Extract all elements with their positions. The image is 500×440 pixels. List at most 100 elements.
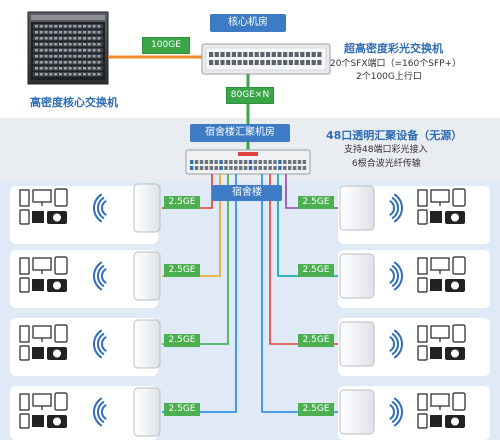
aggregation-port xyxy=(224,160,228,164)
link-100ge-label: 100GE xyxy=(142,37,190,54)
wifi-icon xyxy=(93,193,103,223)
card-port xyxy=(68,37,72,40)
pc-tower-icon xyxy=(417,325,428,343)
aggregation-port xyxy=(258,160,262,164)
switch-port xyxy=(248,52,254,57)
card-port xyxy=(73,73,77,76)
card-port xyxy=(39,37,43,40)
wifi-icon xyxy=(391,333,399,355)
aggregation-port xyxy=(273,160,277,164)
wifi-icon xyxy=(97,265,105,287)
line-card xyxy=(33,72,103,77)
card-port xyxy=(35,61,38,64)
card-port xyxy=(59,61,62,64)
access-point-icon xyxy=(339,253,375,299)
aggregation-port xyxy=(268,160,272,164)
card-port xyxy=(54,43,58,46)
aggregation-port xyxy=(253,160,258,164)
aggregation-port xyxy=(194,166,199,170)
card-port xyxy=(83,43,86,46)
aggregation-title: 48口透明汇聚设备（无源） xyxy=(326,129,463,142)
card-port xyxy=(54,49,58,52)
card-port xyxy=(49,49,53,52)
card-port xyxy=(44,31,48,34)
line-card xyxy=(33,42,103,47)
card-port xyxy=(78,73,82,76)
color-switch-icon xyxy=(201,43,331,75)
aggregation-port xyxy=(190,166,194,170)
aggregation-device-ports xyxy=(190,160,307,170)
aggregation-line2: 6根合波光纤传输 xyxy=(352,159,421,169)
card-port xyxy=(73,43,77,46)
camera-lens-icon xyxy=(451,417,459,426)
switch-port xyxy=(214,52,219,57)
card-port xyxy=(87,49,91,52)
card-port xyxy=(54,67,58,70)
aggregation-port xyxy=(229,166,233,170)
card-port xyxy=(68,67,72,70)
aggregation-port xyxy=(243,160,248,164)
card-port xyxy=(78,61,82,64)
card-port xyxy=(59,25,62,28)
card-port xyxy=(39,43,43,46)
aggregation-port xyxy=(239,166,243,170)
color-switch-ports xyxy=(209,52,322,65)
card-port xyxy=(78,55,82,58)
color-switch-line2: 2个100G上行口 xyxy=(356,72,422,82)
fiber-link xyxy=(162,174,237,413)
aggregation-port xyxy=(283,160,287,164)
wifi-icon xyxy=(101,336,107,352)
aggregation-port xyxy=(190,160,194,164)
card-port xyxy=(49,61,53,64)
card-port xyxy=(97,55,101,58)
card-port xyxy=(54,61,58,64)
wifi-icon xyxy=(93,397,103,427)
card-port xyxy=(54,55,58,58)
aggregation-port xyxy=(234,160,238,164)
ap-link-label: 2.5GE xyxy=(164,196,200,209)
aggregation-port xyxy=(302,160,307,164)
fiber-link xyxy=(277,174,338,277)
tablet-icon xyxy=(452,256,466,275)
card-port xyxy=(92,67,96,70)
aggregation-port xyxy=(219,166,223,170)
tablet-icon xyxy=(54,392,68,411)
card-port xyxy=(83,55,86,58)
switch-port xyxy=(254,60,259,65)
aggregation-port xyxy=(278,160,282,164)
fiber-links xyxy=(162,174,338,413)
switch-port xyxy=(266,60,271,65)
camera-lens-icon xyxy=(451,213,459,222)
camera-lens-icon xyxy=(53,281,61,290)
card-port xyxy=(44,49,48,52)
aggregation-port xyxy=(204,160,209,164)
monitor-icon xyxy=(430,189,450,203)
pc-tower-icon xyxy=(19,393,30,411)
monitor-icon xyxy=(32,393,52,407)
monitor-icon xyxy=(32,325,52,339)
card-port xyxy=(68,55,72,58)
switch-port xyxy=(305,60,311,65)
card-port xyxy=(87,55,91,58)
card-port xyxy=(83,73,86,76)
aggregation-port xyxy=(288,160,292,164)
card-port xyxy=(83,25,86,28)
card-port xyxy=(35,73,38,76)
color-switch-line1: 20个SFX端口（=160个SFP+） xyxy=(330,59,462,69)
tablet-icon xyxy=(452,324,466,343)
wifi-icon xyxy=(393,193,403,223)
aggregation-port xyxy=(302,166,307,170)
card-port xyxy=(68,61,72,64)
card-port xyxy=(59,31,62,34)
card-port xyxy=(87,73,91,76)
card-port xyxy=(87,67,91,70)
card-port xyxy=(87,37,91,40)
core-switch-slots xyxy=(33,24,103,77)
pc-tower-icon xyxy=(19,325,30,343)
wifi-icon xyxy=(97,401,105,423)
access-point-icon xyxy=(339,321,375,367)
card-port xyxy=(44,61,48,64)
media-player-icon xyxy=(430,415,442,427)
card-port xyxy=(73,37,77,40)
aggregation-port xyxy=(283,166,287,170)
